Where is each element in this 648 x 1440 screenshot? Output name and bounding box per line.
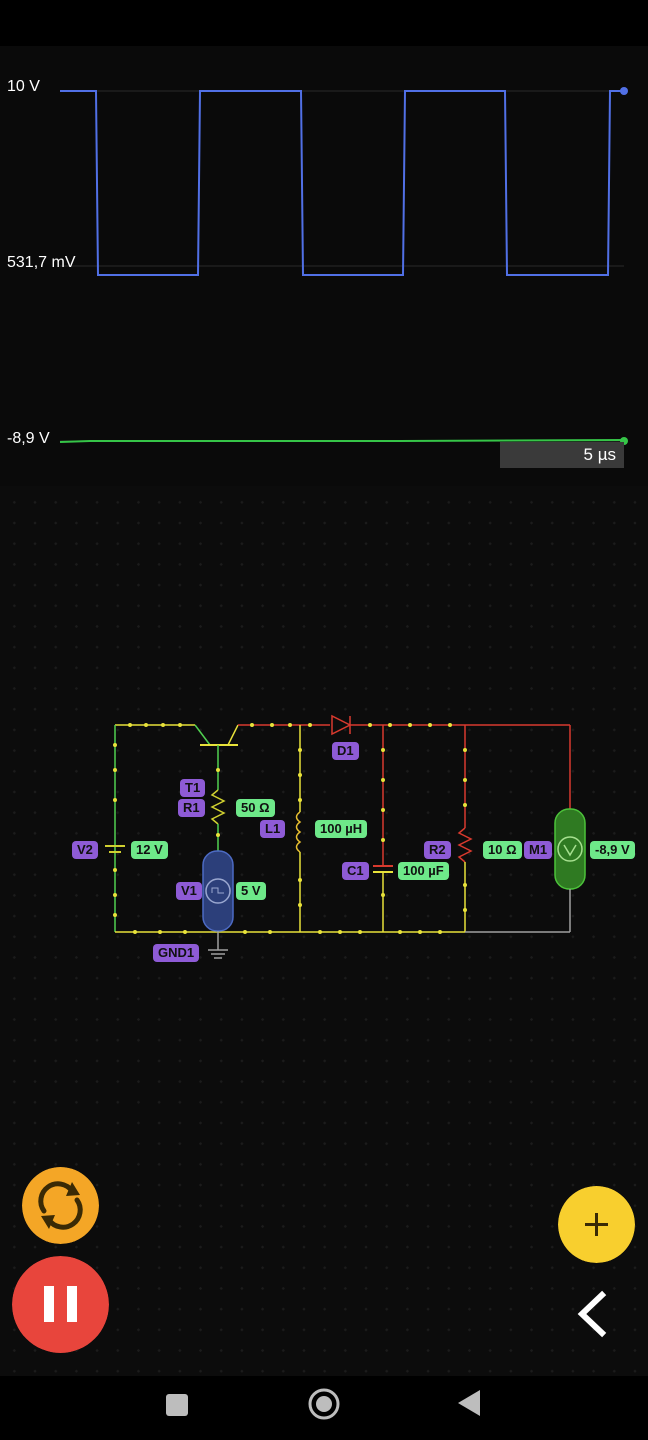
add-component-button[interactable] — [558, 1186, 635, 1263]
current-dots — [113, 723, 467, 934]
label-l1[interactable]: L1 — [260, 820, 286, 838]
oscilloscope-panel[interactable]: 10 V 531,7 mV -8,9 V 5 µs — [0, 46, 648, 486]
refresh-button[interactable] — [22, 1167, 99, 1244]
label-r1[interactable]: R1 — [178, 799, 205, 817]
transistor-collector — [227, 724, 239, 746]
value-l1[interactable]: 100 µH — [315, 820, 368, 838]
value-m1[interactable]: -8,9 V — [590, 841, 635, 859]
circuit-canvas[interactable] — [0, 486, 648, 1376]
time-scale-label: 5 µs — [500, 442, 624, 468]
label-gnd1[interactable]: GND1 — [153, 944, 200, 962]
value-c1[interactable]: 100 µF — [398, 862, 449, 880]
square-wave-trace — [60, 90, 624, 276]
y-label-top: 10 V — [7, 78, 40, 95]
status-bar — [0, 0, 648, 46]
back-icon[interactable] — [456, 1388, 484, 1418]
label-d1[interactable]: D1 — [332, 742, 359, 760]
label-r2[interactable]: R2 — [424, 841, 451, 859]
label-c1[interactable]: C1 — [342, 862, 369, 880]
voltmeter-m1 — [554, 808, 586, 890]
label-v1[interactable]: V1 — [176, 882, 202, 900]
pause-icon — [44, 1286, 54, 1322]
inductor-l1 — [295, 811, 302, 853]
value-v2[interactable]: 12 V — [131, 841, 168, 859]
resistor-r2 — [457, 827, 473, 863]
y-label-mid: 531,7 mV — [7, 254, 76, 271]
transistor-base — [194, 724, 211, 746]
value-r1[interactable]: 50 Ω — [236, 799, 275, 817]
trace-end-marker-1 — [620, 87, 628, 95]
label-v2[interactable]: V2 — [72, 841, 98, 859]
output-voltage-trace — [59, 439, 625, 443]
recents-icon[interactable] — [164, 1392, 190, 1418]
value-v1[interactable]: 5 V — [236, 882, 266, 900]
value-r2[interactable]: 10 Ω — [483, 841, 522, 859]
label-t1[interactable]: T1 — [180, 779, 206, 797]
resistor-r1 — [210, 789, 226, 825]
system-nav-bar — [0, 1376, 648, 1440]
back-chevron-icon[interactable] — [572, 1290, 612, 1338]
home-icon[interactable] — [306, 1386, 342, 1422]
refresh-icon — [38, 1181, 83, 1230]
label-m1[interactable]: M1 — [524, 841, 553, 859]
diode-d1 — [331, 714, 352, 736]
pause-button[interactable] — [12, 1256, 109, 1353]
y-label-bottom: -8,9 V — [7, 430, 50, 447]
